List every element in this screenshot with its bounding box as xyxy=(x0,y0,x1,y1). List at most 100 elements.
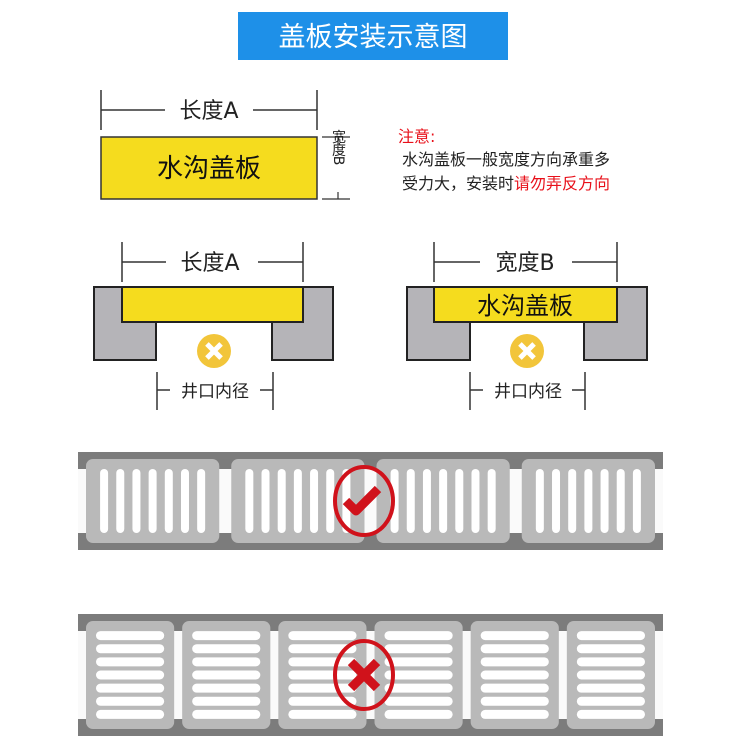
grate-slot xyxy=(616,469,625,533)
grate-slot xyxy=(96,657,165,667)
grate-slot xyxy=(96,631,165,641)
grate-slot xyxy=(96,670,165,680)
page-title: 盖板安装示意图 xyxy=(279,22,468,53)
grate-slot xyxy=(100,469,109,533)
grate-slot xyxy=(576,696,645,706)
grate-slot xyxy=(576,644,645,654)
grate-slot xyxy=(310,469,319,533)
check-icon xyxy=(333,465,395,537)
grate-slot xyxy=(148,469,157,533)
grate-slot xyxy=(192,631,261,641)
grate-slot xyxy=(192,683,261,693)
grate-slot xyxy=(576,709,645,719)
plate-label-top: 水沟盖板 xyxy=(157,154,261,184)
grate-slot xyxy=(576,683,645,693)
grate-slot xyxy=(96,683,165,693)
drain-cover-top xyxy=(100,136,318,200)
length-dimension-top xyxy=(100,90,318,130)
length-dimension-left xyxy=(121,242,304,282)
drain-cover-right xyxy=(433,286,618,323)
grate-slot xyxy=(288,644,357,654)
grate xyxy=(86,621,175,729)
grate xyxy=(374,621,463,729)
width-dimension-right xyxy=(433,242,618,282)
grate-slot xyxy=(288,696,357,706)
grate-slot xyxy=(568,469,577,533)
grate-slot xyxy=(480,696,549,706)
opening-dimension-right xyxy=(469,372,586,410)
grate-slot xyxy=(293,469,302,533)
grate-slot xyxy=(576,657,645,667)
grate-slot xyxy=(487,469,496,533)
grate-slot xyxy=(576,670,645,680)
grate-slot xyxy=(180,469,189,533)
notice-warning: 请勿弄反方向 xyxy=(514,174,610,193)
grate-slot xyxy=(439,469,448,533)
grate xyxy=(521,459,655,543)
grate-slot xyxy=(96,709,165,719)
grate-slot xyxy=(245,469,254,533)
wrong-installation xyxy=(78,614,663,736)
grate xyxy=(182,621,271,729)
correct-installation xyxy=(78,452,663,550)
grate-slot xyxy=(384,709,453,719)
length-label-top: 长度A xyxy=(179,99,238,124)
grate-slot xyxy=(384,696,453,706)
grate-slot xyxy=(632,469,641,533)
grate xyxy=(86,459,220,543)
channel xyxy=(78,614,663,736)
grate xyxy=(566,621,655,729)
notice-line2: 受力大，安装时请勿弄反方向 xyxy=(402,174,610,193)
channel-rail-bottom xyxy=(78,533,663,550)
grate xyxy=(231,459,365,543)
notice-heading: 注意: xyxy=(398,127,435,146)
cross-icon xyxy=(333,639,395,711)
grate-slot xyxy=(326,469,335,533)
notice-line1: 水沟盖板一般宽度方向承重多 xyxy=(402,150,610,169)
grate-slot xyxy=(96,696,165,706)
grate-slot xyxy=(471,469,480,533)
grate-slot xyxy=(480,683,549,693)
grate-slot xyxy=(384,670,453,680)
grate-slot xyxy=(288,683,357,693)
grate-slot xyxy=(584,469,593,533)
grate-slot xyxy=(384,683,453,693)
grate xyxy=(470,621,559,729)
grate-slot xyxy=(192,657,261,667)
opening-dimension-left xyxy=(156,372,274,410)
grate-slot xyxy=(480,644,549,654)
opening-label-right: 井口内径 xyxy=(494,382,562,402)
width-label-right: 宽度B xyxy=(495,251,554,276)
opening-label-left: 井口内径 xyxy=(181,382,249,402)
grate-slot xyxy=(406,469,415,533)
length-label-left: 长度A xyxy=(180,251,239,276)
grate-slot xyxy=(116,469,125,533)
grate-slot xyxy=(600,469,609,533)
title-banner xyxy=(238,12,508,60)
width-label-top: 宽度B xyxy=(330,129,346,165)
grate-slot xyxy=(288,709,357,719)
grate-slot xyxy=(96,644,165,654)
grate-slot xyxy=(164,469,173,533)
grate-slot xyxy=(288,670,357,680)
grate-slot xyxy=(480,657,549,667)
grate-slot xyxy=(197,469,206,533)
grate-slot xyxy=(192,644,261,654)
grate-slot xyxy=(384,644,453,654)
notice-line2-normal: 受力大，安装时 xyxy=(402,174,514,193)
grate-slot xyxy=(288,657,357,667)
grate-slot xyxy=(384,631,453,641)
grate xyxy=(376,459,510,543)
grate-slot xyxy=(288,631,357,641)
grate-slot xyxy=(552,469,561,533)
drain-cover-left xyxy=(121,286,304,323)
grate-slot xyxy=(480,709,549,719)
wrong-icon-left xyxy=(197,334,231,368)
grate-slot xyxy=(384,657,453,667)
grate-slot xyxy=(192,670,261,680)
grate-slot xyxy=(535,469,544,533)
grate-slot xyxy=(480,631,549,641)
grate-slot xyxy=(277,469,286,533)
channel-rail-top xyxy=(78,452,663,469)
grate-slot xyxy=(192,696,261,706)
